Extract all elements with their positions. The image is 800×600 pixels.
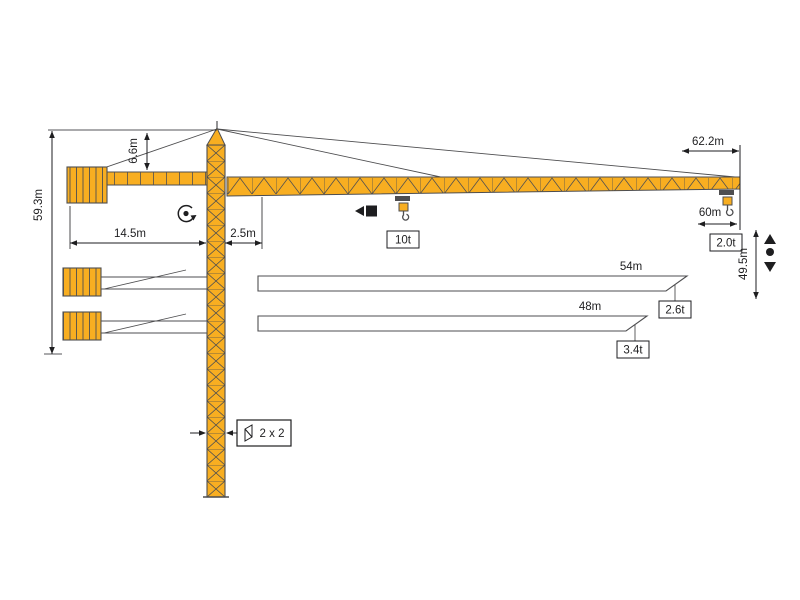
- dim-60: 60m: [698, 207, 737, 227]
- dim-6-6: 6.6m: [128, 133, 150, 170]
- trolley-arrow-left: [355, 206, 364, 216]
- mast-section-box: [236, 419, 292, 447]
- trolley-square: [366, 205, 377, 217]
- jib-variant-48: 48m 3.4t: [257, 301, 650, 359]
- hook-tip-icon: [725, 205, 734, 217]
- pendant-right-mid: [216, 128, 451, 180]
- label-capacity-2-6: 2.6t: [665, 305, 685, 317]
- capacity-box: [386, 230, 420, 249]
- label-capacity-3-4: 3.4t: [623, 345, 643, 357]
- counterweight-slats: [63, 312, 101, 340]
- counterweight-mid-2: [62, 311, 208, 341]
- tie-rod: [103, 269, 187, 290]
- counterjib: [66, 166, 208, 204]
- dim-2-5: 2.5m: [225, 197, 263, 249]
- tower-mast: [203, 121, 229, 498]
- hook-dot-icon: [766, 248, 774, 256]
- label-radius-60: 60m: [699, 207, 721, 219]
- hook-block-main: [398, 202, 409, 212]
- label-mast-offset: 2.5m: [230, 228, 256, 240]
- arrow-left-icon: [226, 430, 233, 436]
- capacity-box-10t: 10t: [386, 230, 420, 249]
- arrow-right-icon: [199, 430, 206, 436]
- jib-outline-48: [257, 315, 649, 332]
- capacity-box-2-0t: 2.0t: [709, 233, 743, 252]
- label-jib-48: 48m: [579, 301, 601, 313]
- slewing-icon: [177, 204, 197, 223]
- tower-head: [206, 126, 226, 146]
- main-jib: [226, 176, 741, 197]
- hook-block-tip: [722, 196, 733, 206]
- capacity-box: [616, 340, 650, 359]
- counterweight-top-slats: [67, 167, 107, 203]
- label-tower-head-height: 6.6m: [128, 138, 140, 164]
- label-reeving: 2 x 2: [260, 428, 285, 440]
- trolley-travel-icon: [355, 205, 377, 217]
- pendant-left: [94, 128, 218, 172]
- label-total-height: 59.3m: [33, 189, 45, 221]
- trolley-tip: [719, 190, 734, 195]
- counterjib-lattice: [75, 172, 207, 185]
- tie-rod: [103, 313, 187, 334]
- capacity-box: [709, 233, 743, 252]
- pendant-lines: [94, 128, 736, 180]
- hook-main-icon: [402, 211, 410, 221]
- jib-outline-54: [257, 275, 689, 292]
- label-jib-length-62: 62.2m: [692, 136, 724, 148]
- hook-down-arrow-icon: [764, 262, 776, 272]
- label-counterjib-length: 14.5m: [114, 228, 146, 240]
- dim-62-2: 62.2m: [682, 136, 741, 230]
- label-jib-54: 54m: [620, 261, 642, 273]
- counterweight-mid-1: [62, 267, 208, 297]
- trolley-main: [395, 196, 410, 201]
- label-capacity-10: 10t: [395, 235, 412, 247]
- trolley-hook-tip: [719, 190, 734, 217]
- trolley-hook-main: [395, 196, 410, 221]
- jib-variant-54: 54m 2.6t: [257, 261, 692, 319]
- hook-up-arrow-icon: [764, 234, 776, 244]
- label-capacity-2-0: 2.0t: [716, 238, 736, 250]
- hook-travel-icon: [764, 234, 776, 272]
- mast-lattice: [207, 145, 225, 497]
- dim-49-5: 49.5m: [738, 230, 759, 299]
- capacity-box: [658, 300, 692, 319]
- mast-section-dim: 2 x 2: [190, 419, 292, 447]
- counterjib-beam-outline: [100, 276, 208, 290]
- counterjib-beam-outline: [100, 320, 208, 334]
- counterweight-slats: [63, 268, 101, 296]
- label-hook-height: 49.5m: [738, 248, 750, 280]
- dim-59-3: 59.3m: [33, 129, 217, 355]
- pendant-right-tip: [216, 128, 736, 178]
- reeving-icon: [244, 424, 253, 442]
- dim-14-5: 14.5m: [69, 206, 206, 249]
- jib-lattice: [227, 177, 740, 196]
